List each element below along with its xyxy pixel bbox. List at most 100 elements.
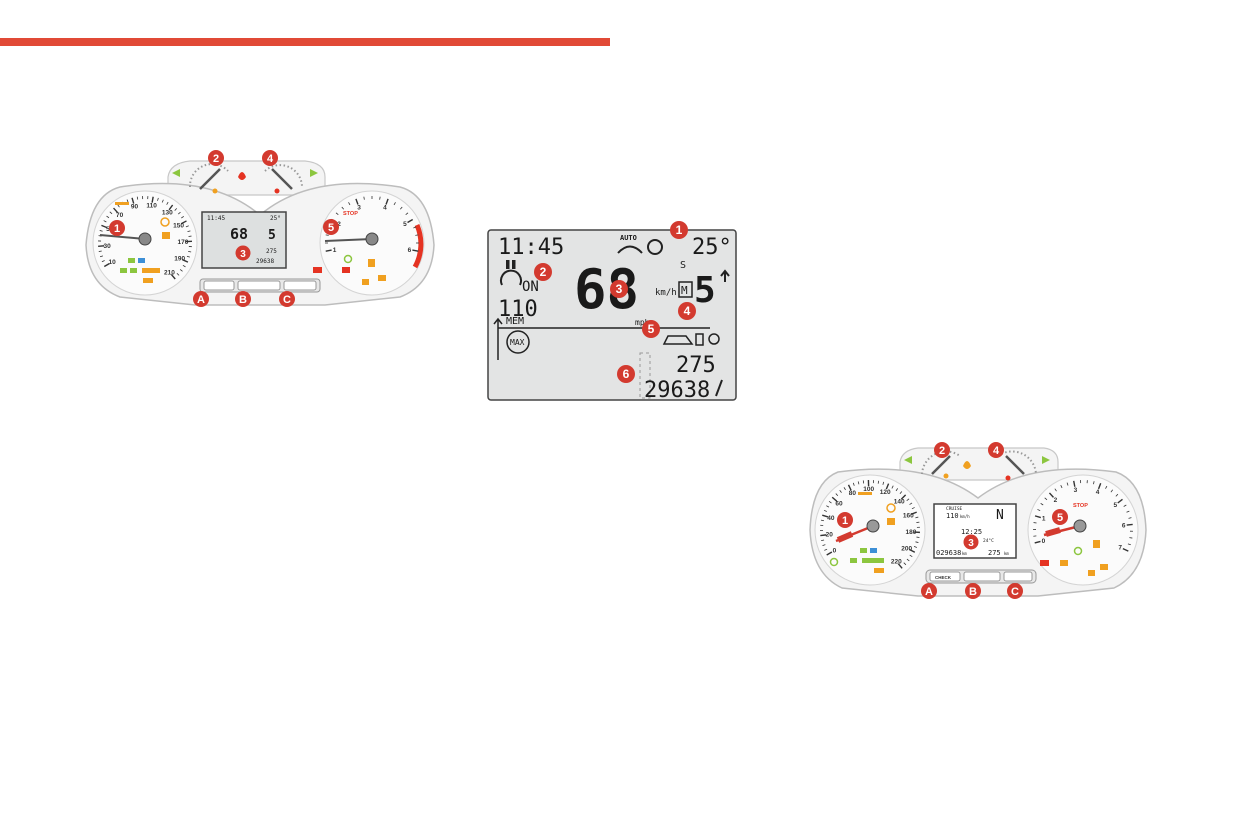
svg-text:1: 1: [114, 223, 120, 235]
arrow-left-icon: [172, 169, 180, 177]
svg-text:4: 4: [684, 304, 691, 318]
dial-scale-label: 7: [1118, 544, 1122, 551]
button-b[interactable]: [237, 280, 281, 291]
dial-tick: [1034, 515, 1041, 519]
dial-scale-label: 3: [357, 204, 361, 211]
svg-text:A: A: [925, 586, 933, 598]
lcd-odometer: 29638: [256, 258, 274, 265]
dial-tick: [151, 196, 154, 203]
dial-tick: [1037, 509, 1041, 512]
trip-area-dashed-frame: [639, 352, 651, 399]
dial-tick: [915, 516, 919, 519]
dial-tick: [906, 498, 910, 501]
svg-text:A: A: [197, 294, 205, 306]
dial-scale-label: 160: [903, 513, 914, 520]
gear-up-arrow-icon: [720, 269, 730, 282]
display-trip: 275: [676, 353, 716, 378]
dial-tick: [109, 211, 113, 215]
dial-tick: [415, 234, 419, 236]
needle-hub: [866, 519, 880, 533]
display-gear: 5: [694, 270, 716, 311]
dial-scale-label: 180: [906, 529, 917, 536]
dial-tick: [1123, 504, 1127, 507]
screen-odometer-unit: km: [962, 551, 967, 556]
dial-tick: [1117, 498, 1123, 504]
dial-scale-label: 130: [162, 209, 173, 216]
dial-tick: [899, 491, 903, 495]
dial-scale-label: 110: [146, 203, 157, 210]
marker-1: 1: [109, 220, 125, 236]
display-time: 11:45: [498, 235, 564, 260]
dial-tick: [325, 234, 329, 236]
cruise-status: ON: [522, 279, 539, 295]
warning-light-beam-icon: [870, 548, 877, 553]
dial-tick: [909, 548, 916, 553]
warning-light-side-icon: [120, 268, 127, 273]
dial-tick: [824, 548, 828, 551]
button-b[interactable]: [963, 571, 1001, 582]
warning-light-start-stop-icon: [1073, 546, 1083, 556]
dial-scale-label: 40: [827, 515, 835, 522]
speedometer-ticks: [819, 480, 920, 569]
marker-c: C: [279, 291, 295, 307]
marker-c: C: [1007, 583, 1023, 599]
speed-unit-kmh: km/h: [655, 288, 677, 298]
svg-text:B: B: [969, 586, 977, 598]
dial-tick: [325, 249, 332, 252]
marker-2: 2: [208, 150, 224, 166]
warning-light-beam-icon: [138, 258, 145, 263]
lcd-temp: 25°: [270, 215, 281, 222]
button-c[interactable]: [283, 280, 317, 291]
marker-5: 5: [642, 320, 660, 338]
dial-scale-label: 3: [1074, 487, 1078, 494]
marker-a: A: [921, 583, 937, 599]
dial-tick: [399, 206, 403, 210]
fuel-pump-icon: [695, 333, 704, 346]
warning-light-airbag-icon: [342, 267, 350, 273]
dial-tick: [103, 262, 110, 268]
dial-tick: [126, 199, 129, 203]
warning-light-esp-icon: [162, 232, 170, 239]
marker-2: 2: [534, 263, 552, 281]
dial-scale-label: 4: [383, 204, 387, 211]
marker-3: 3: [610, 280, 628, 298]
dial-tick: [348, 202, 351, 206]
central-screen: [933, 503, 1017, 559]
marker-a: A: [193, 291, 209, 307]
marker-5: 5: [1052, 509, 1068, 525]
stop-warning-label: STOP: [1073, 503, 1088, 509]
service-wrench-icon: [715, 379, 723, 397]
dial-tick: [182, 259, 189, 263]
check-button[interactable]: [929, 571, 961, 582]
dial-tick: [826, 551, 833, 556]
dial-tick: [182, 264, 186, 268]
dial-tick: [176, 272, 180, 276]
dial-scale-label: 6: [1122, 523, 1126, 530]
button-c[interactable]: [1003, 571, 1033, 582]
rev-counter-redline: [412, 224, 424, 269]
dial-tick: [131, 197, 135, 204]
dial-tick: [413, 226, 417, 229]
dial-tick: [166, 201, 169, 205]
auto-lights-icon: [647, 239, 663, 255]
dial-scale-label: 0: [1042, 538, 1046, 545]
dial-tick: [177, 211, 181, 215]
no-entry-icon: [708, 333, 720, 345]
dial-tick: [113, 207, 119, 213]
dial-scale-label: 210: [164, 269, 175, 276]
marker-6: 6: [617, 365, 635, 383]
dial-tick: [187, 230, 191, 232]
lcd-gear: 5: [268, 228, 276, 243]
cruise-label: CRUISE: [946, 506, 963, 512]
marker-3: 3: [235, 245, 251, 261]
svg-text:1: 1: [676, 223, 683, 237]
dial-tick: [99, 230, 103, 232]
dial-scale-label: 190: [174, 256, 185, 263]
fuel-gauge: [921, 450, 961, 479]
dial-scale-label: 30: [103, 243, 111, 250]
marker-4: 4: [262, 150, 278, 166]
dial-tick: [385, 198, 389, 205]
button-a[interactable]: [203, 280, 235, 291]
dial-scale-label: 140: [894, 498, 905, 505]
dial-tick: [101, 260, 105, 263]
